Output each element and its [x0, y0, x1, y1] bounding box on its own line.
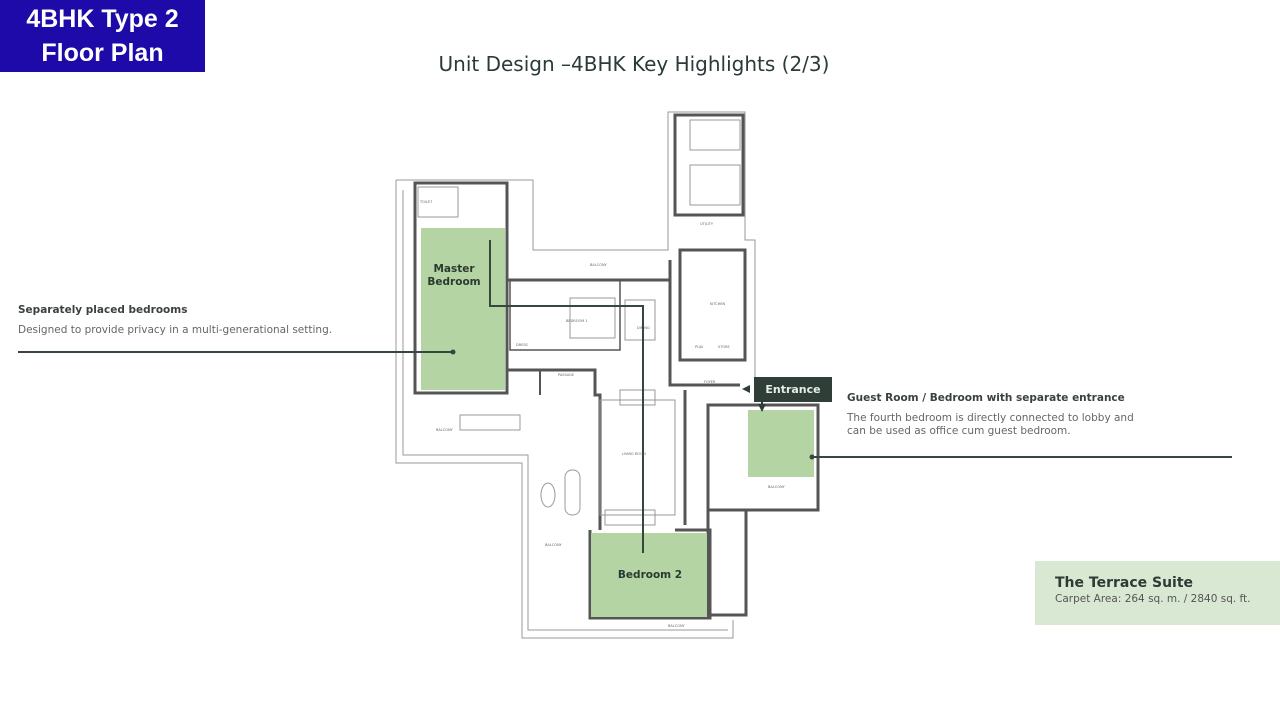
svg-text:BALCONY: BALCONY	[668, 624, 686, 628]
svg-text:BALCONY: BALCONY	[768, 485, 786, 489]
svg-text:DRESS: DRESS	[516, 343, 529, 347]
suite-area: Carpet Area: 264 sq. m. / 2840 sq. ft.	[1055, 593, 1251, 605]
note-separate-bedrooms: Separately placed bedrooms Designed to p…	[18, 304, 332, 337]
note-body: Designed to provide privacy in a multi-g…	[18, 324, 333, 336]
svg-text:KITCHEN: KITCHEN	[710, 302, 726, 306]
svg-text:BALCONY: BALCONY	[545, 543, 563, 547]
note-heading: Guest Room / Bedroom with separate entra…	[847, 392, 1125, 404]
entrance-door-arrow-icon	[742, 385, 750, 393]
entrance-label: Entrance	[765, 383, 820, 396]
svg-text:STORE: STORE	[718, 345, 730, 349]
bedroom-link-line	[489, 240, 644, 553]
furniture	[417, 119, 741, 526]
master-label-1: Master	[433, 263, 475, 275]
floor-plan-badge: 4BHK Type 2 Floor Plan	[0, 0, 205, 72]
connector-lines	[18, 240, 1232, 553]
note-guest-room: Guest Room / Bedroom with separate entra…	[847, 392, 1147, 438]
badge-line2: Floor Plan	[41, 39, 164, 67]
svg-text:UTILITY: UTILITY	[700, 222, 714, 226]
svg-text:PASSAGE: PASSAGE	[558, 373, 574, 377]
suite-info-card: The Terrace Suite Carpet Area: 264 sq. m…	[1035, 561, 1280, 625]
suite-name: The Terrace Suite	[1055, 575, 1194, 591]
master-bedroom-highlight	[421, 228, 505, 390]
page-title: Unit Design –4BHK Key Highlights (2/3)	[438, 52, 830, 76]
svg-text:TOILET: TOILET	[419, 200, 433, 204]
svg-text:LIVING ROOM: LIVING ROOM	[622, 452, 646, 456]
master-label-2: Bedroom	[427, 276, 480, 288]
svg-text:BALCONY: BALCONY	[436, 428, 454, 432]
svg-text:BALCONY: BALCONY	[590, 263, 608, 267]
entrance-arrow-icon	[758, 404, 766, 412]
entrance-label-box	[754, 377, 832, 402]
note-body: The fourth bedroom is directly connected…	[847, 412, 1134, 437]
guest-room-highlight	[748, 410, 814, 477]
left-connector-dot	[450, 349, 456, 355]
svg-text:PUJA: PUJA	[695, 345, 704, 349]
bedroom-2-highlight	[591, 533, 707, 617]
note-heading: Separately placed bedrooms	[18, 304, 188, 316]
plan-outline	[395, 111, 756, 639]
badge-line1: 4BHK Type 2	[26, 5, 179, 33]
right-connector-dot	[809, 454, 815, 460]
svg-text:BEDROOM 1: BEDROOM 1	[566, 319, 588, 323]
bedroom-2-label: Bedroom 2	[618, 569, 682, 581]
svg-text:FOYER: FOYER	[704, 380, 716, 384]
